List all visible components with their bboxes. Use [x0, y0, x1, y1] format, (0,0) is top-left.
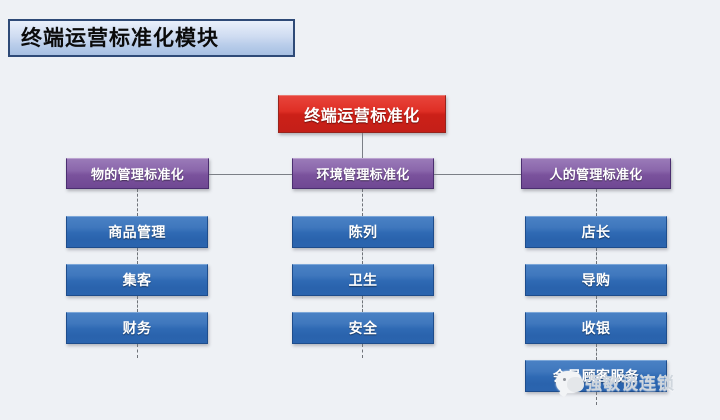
leaf-node-label: 商品管理: [108, 224, 166, 240]
leaf-node-finance[interactable]: 财务: [66, 312, 208, 344]
leaf-node-sales-guide[interactable]: 导购: [525, 264, 667, 296]
leaf-node-customer-attraction[interactable]: 集客: [66, 264, 208, 296]
root-node-terminal-operation-standardization[interactable]: 终端运营标准化: [278, 95, 446, 133]
branch-node-label: 环境管理标准化: [316, 167, 410, 182]
branch-node-environment-management[interactable]: 环境管理标准化: [292, 158, 434, 189]
connector-goods-to-environment: [209, 174, 292, 175]
page-title: 终端运营标准化模块: [21, 26, 219, 50]
leaf-node-member-customer-service[interactable]: 会员顾客服务: [525, 360, 667, 392]
connector-root-to-environment: [362, 133, 363, 158]
leaf-node-label: 会员顾客服务: [552, 368, 640, 384]
connector-col3-branch-to-item1: [596, 189, 597, 216]
branch-node-label: 人的管理标准化: [549, 167, 643, 182]
page-title-box: 终端运营标准化模块: [8, 19, 295, 57]
connector-col2-item2-to-item3: [362, 296, 363, 312]
connector-col1-branch-to-item1: [137, 189, 138, 216]
connector-environment-to-people: [434, 174, 521, 175]
leaf-node-label: 集客: [122, 272, 152, 288]
connector-col3-item4-stub: [596, 392, 597, 405]
leaf-node-hygiene[interactable]: 卫生: [292, 264, 434, 296]
leaf-node-label: 导购: [581, 272, 611, 288]
connector-col1-item2-to-item3: [137, 296, 138, 312]
branch-node-people-management[interactable]: 人的管理标准化: [521, 158, 671, 189]
connector-col3-item3-to-item4: [596, 344, 597, 360]
connector-col3-item1-to-item2: [596, 248, 597, 264]
connector-col3-item2-to-item3: [596, 296, 597, 312]
leaf-node-merchandise-management[interactable]: 商品管理: [66, 216, 208, 248]
connector-col2-item3-stub: [362, 344, 363, 358]
branch-node-label: 物的管理标准化: [90, 167, 185, 182]
leaf-node-safety[interactable]: 安全: [292, 312, 434, 344]
connector-col1-item3-stub: [137, 344, 138, 358]
branch-node-goods-management[interactable]: 物的管理标准化: [66, 158, 209, 189]
root-node-label: 终端运营标准化: [304, 108, 420, 125]
leaf-node-store-manager[interactable]: 店长: [525, 216, 667, 248]
leaf-node-label: 收银: [581, 320, 611, 336]
connector-col2-item1-to-item2: [362, 248, 363, 264]
leaf-node-label: 财务: [122, 320, 152, 336]
leaf-node-label: 陈列: [348, 224, 378, 240]
connector-col1-item1-to-item2: [137, 248, 138, 264]
leaf-node-cashier[interactable]: 收银: [525, 312, 667, 344]
leaf-node-label: 店长: [581, 224, 611, 240]
leaf-node-label: 卫生: [348, 272, 378, 288]
connector-col2-branch-to-item1: [362, 189, 363, 216]
leaf-node-display[interactable]: 陈列: [292, 216, 434, 248]
leaf-node-label: 安全: [348, 320, 378, 336]
